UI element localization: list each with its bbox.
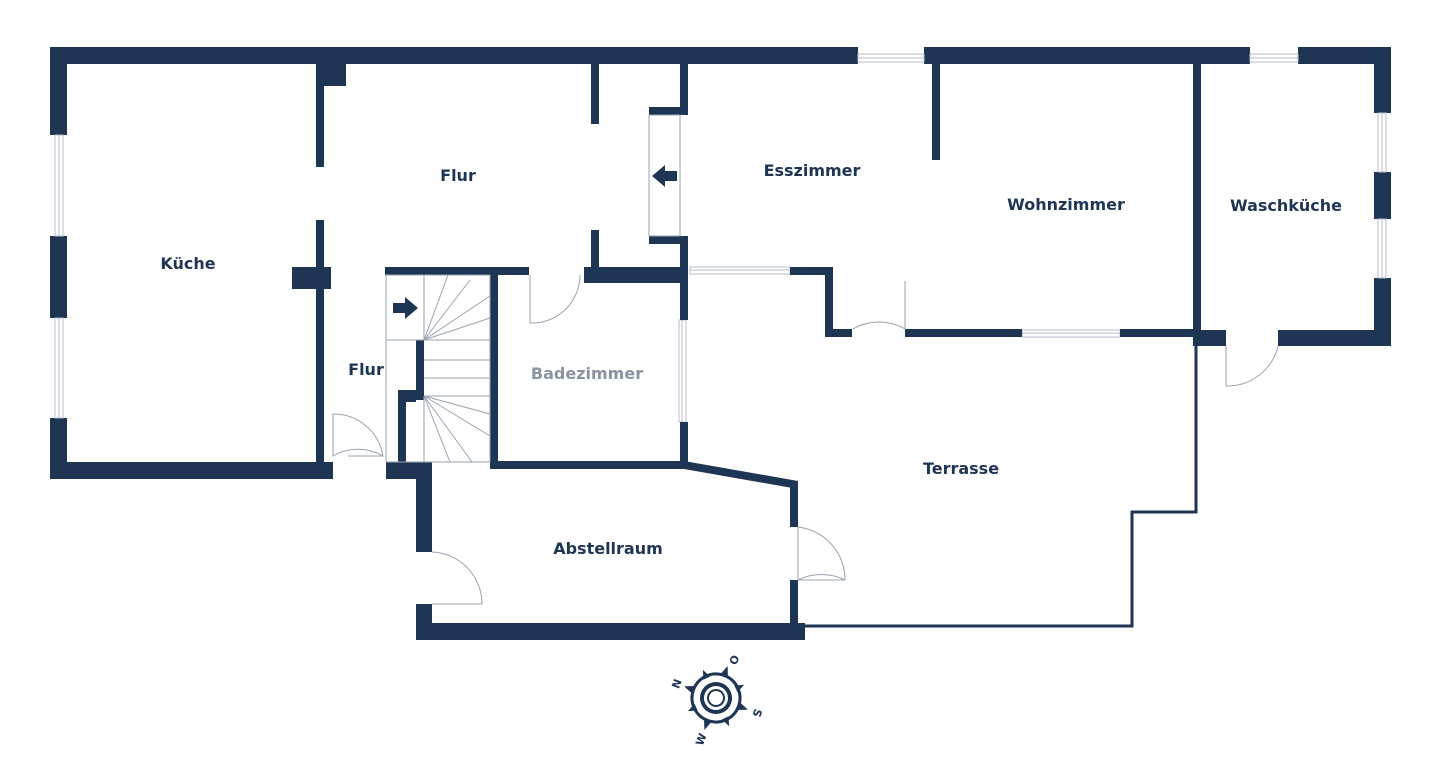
- room-label-flur-left: Flur: [348, 360, 384, 379]
- room-label-terrasse: Terrasse: [923, 459, 999, 478]
- room-label-kueche: Küche: [160, 254, 215, 273]
- doors: [332, 274, 1279, 605]
- room-label-esszimmer: Esszimmer: [764, 161, 861, 180]
- outer-walls: [50, 47, 1391, 640]
- compass-north: N: [669, 677, 684, 690]
- terrasse-outline: [798, 346, 1198, 628]
- room-label-abstellraum: Abstellraum: [553, 539, 663, 558]
- compass-west: W: [693, 732, 709, 748]
- room-label-waschkueche: Waschküche: [1230, 196, 1342, 215]
- windows: [54, 53, 1387, 423]
- stair-direction-arrow-icon: [393, 297, 418, 319]
- room-label-wohnzimmer: Wohnzimmer: [1007, 195, 1125, 214]
- room-label-flur-top: Flur: [440, 166, 476, 185]
- room-labels: Küche Flur Flur Esszimmer Wohnzimmer Was…: [160, 161, 1342, 558]
- compass-rose-icon: N O S W: [669, 653, 764, 748]
- staircase: [385, 274, 491, 463]
- passage-arrow-icon: [652, 165, 677, 187]
- compass-east: O: [726, 653, 741, 666]
- interior-walls: [292, 64, 1201, 630]
- compass-south: S: [749, 707, 764, 719]
- hall-passage: [648, 114, 681, 237]
- room-label-badezimmer: Badezimmer: [531, 364, 643, 383]
